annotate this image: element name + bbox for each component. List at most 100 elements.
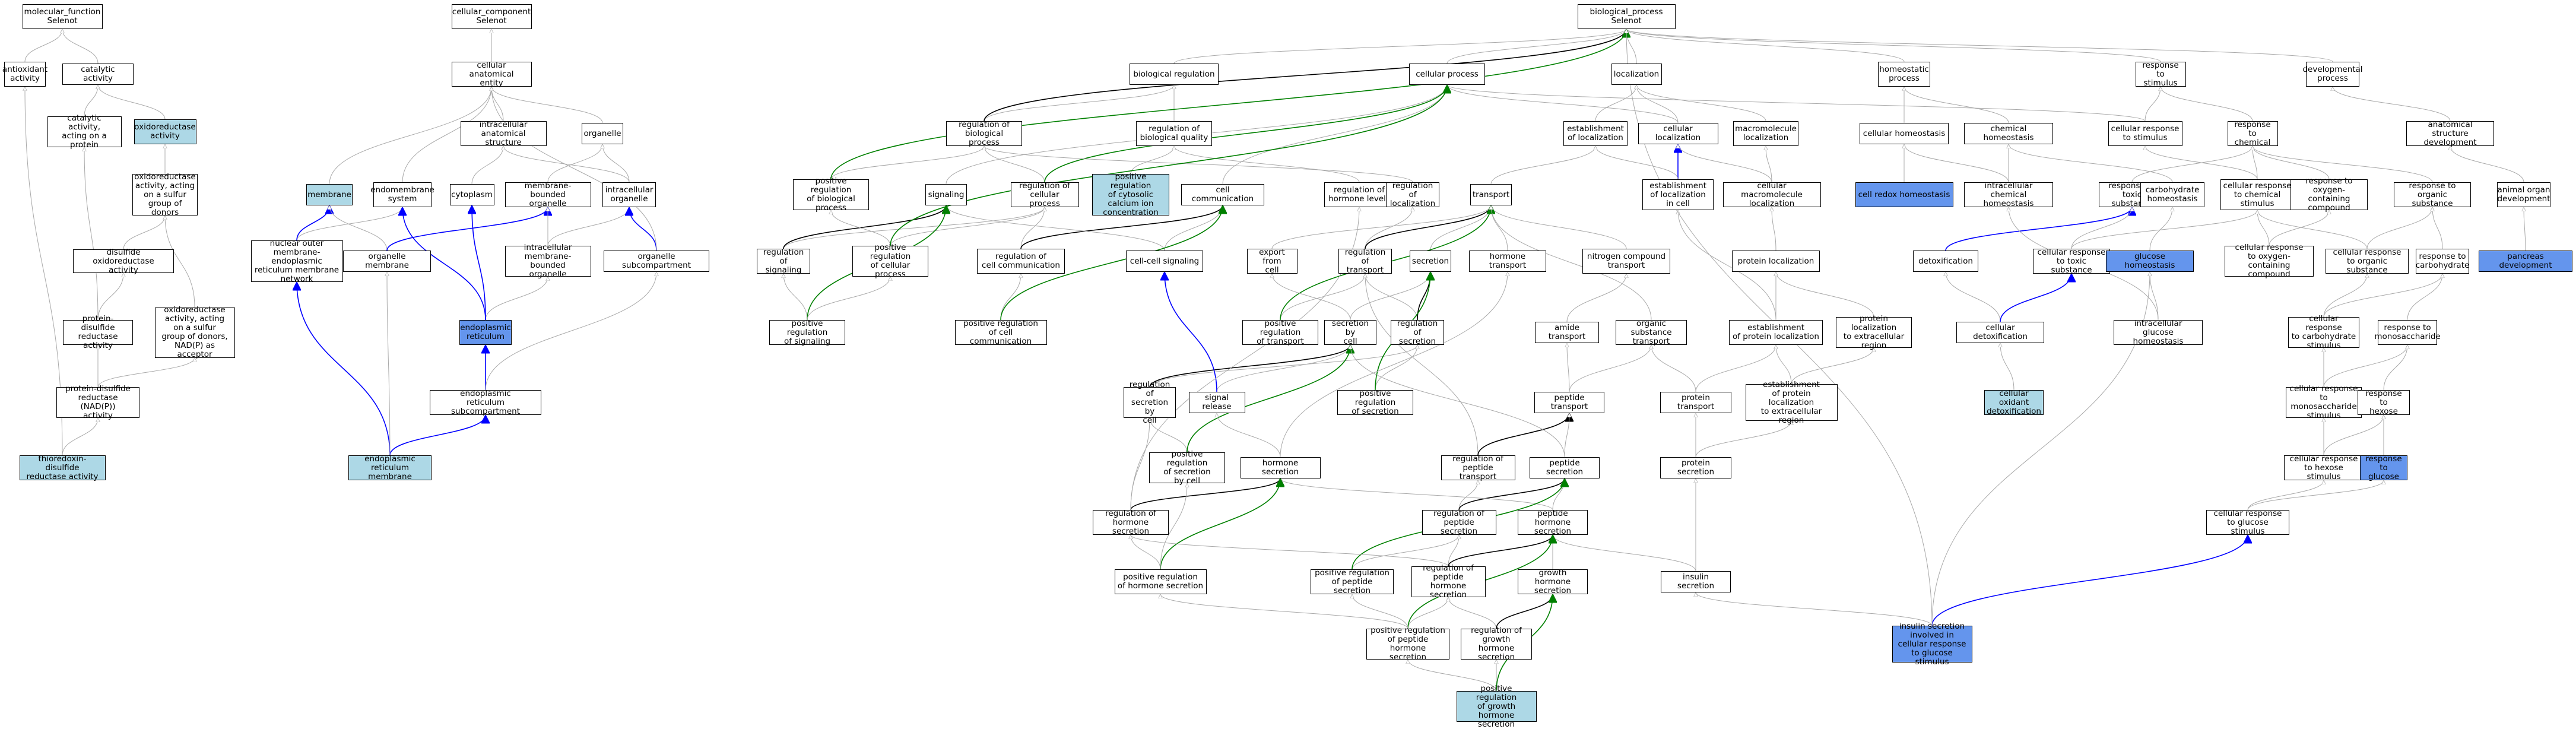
node-posregbp[interactable]: positive regulation of biological proces… [793, 177, 869, 213]
node-prottrans[interactable]: protein transport [1660, 392, 1731, 413]
node-bioreg[interactable]: biological regulation [1130, 64, 1219, 85]
node-cellmacloc[interactable]: cellular macromolecule localization [1722, 181, 1821, 208]
node-cellloc[interactable]: cellular localization [1638, 123, 1718, 144]
node-regbp[interactable]: regulation of biological process [946, 120, 1022, 147]
node-animorg[interactable]: animal organ development [2497, 182, 2550, 207]
node-respstim[interactable]: response to stimulus [2135, 61, 2186, 87]
node-posregsecbycell[interactable]: positive regulation of secretion by cell [1149, 450, 1225, 486]
node-oxnadp[interactable]: oxidoreductase activity, acting on a sul… [154, 306, 235, 359]
node-celldetox[interactable]: cellular detoxification [1956, 322, 2044, 343]
node-cellcomm[interactable]: cell communication [1181, 184, 1264, 205]
node-cae[interactable]: cellular anatomical entity [451, 61, 532, 87]
node-localization[interactable]: localization [1611, 64, 1662, 85]
node-cellproc[interactable]: cellular process [1409, 64, 1485, 85]
node-respoxy[interactable]: response to oxygen-containing compound [2291, 177, 2368, 213]
node-celloxdetox[interactable]: cellular oxidant detoxification [1984, 389, 2044, 416]
node-posreghormsec[interactable]: positive regulation of hormone secretion [1114, 569, 1207, 594]
node-orgsubtrans[interactable]: organic substance transport [1616, 319, 1687, 346]
node-exportcell[interactable]: export from cell [1246, 248, 1297, 274]
node-posregsig[interactable]: positive regulation of signaling [769, 319, 845, 346]
node-regsig[interactable]: regulation of signaling [757, 248, 810, 274]
node-orgsub[interactable]: organelle subcompartment [604, 251, 709, 272]
node-intorg[interactable]: intracellular organelle [602, 182, 656, 207]
node-cellrespoxy[interactable]: cellular response to oxygen-containing c… [2225, 243, 2314, 279]
node-endomem[interactable]: endomembrane system [370, 182, 434, 207]
node-oxsulf[interactable]: oxidoreductase activity, acting on a sul… [132, 172, 198, 217]
node-cellredox[interactable]: cell redox homeostasis [1855, 182, 1953, 207]
node-posregtrans[interactable]: positive regulation of transport [1242, 319, 1318, 346]
node-macloc[interactable]: macromolecule localization [1733, 121, 1798, 146]
node-cytoplasm[interactable]: cytoplasm [449, 184, 494, 205]
node-cellresporg[interactable]: cellular response to organic substance [2326, 248, 2409, 274]
node-regtrans[interactable]: regulation of transport [1338, 248, 1392, 274]
node-reghormsec[interactable]: regulation of hormone secretion [1093, 509, 1169, 535]
node-membrane[interactable]: membrane [306, 184, 353, 205]
node-intmbo[interactable]: intracellular membrane-bounded organelle [505, 243, 591, 279]
node-oxred[interactable]: oxidoreductase activity [134, 119, 196, 144]
node-cellresptoxic[interactable]: cellular response to toxic substance [2033, 248, 2110, 274]
node-orgmem[interactable]: organelle membrane [343, 251, 431, 272]
node-resphex[interactable]: response to hexose [2358, 389, 2410, 416]
node-resporg[interactable]: response to organic substance [2394, 181, 2471, 208]
node-cellhomeo[interactable]: cellular homeostasis [1860, 123, 1949, 144]
node-regcellcomm[interactable]: regulation of cell communication [977, 249, 1065, 274]
node-insulinsec[interactable]: insulin secretion [1661, 571, 1731, 592]
node-secretion[interactable]: secretion [1410, 251, 1451, 272]
node-respchem[interactable]: response to chemical [2227, 120, 2278, 147]
node-cellrespmono[interactable]: cellular response to monosaccharide stim… [2286, 385, 2362, 420]
node-homeoproc[interactable]: homeostatic process [1878, 62, 1930, 87]
node-transport[interactable]: transport [1470, 184, 1512, 205]
node-regpephormsec[interactable]: regulation of peptide hormone secretion [1411, 564, 1486, 600]
node-regpeptrans[interactable]: regulation of peptide transport [1441, 454, 1515, 481]
node-estprotlocextra[interactable]: establishment of protein localization to… [1745, 380, 1838, 424]
node-regbq[interactable]: regulation of biological quality [1136, 121, 1212, 146]
node-cellrespstim[interactable]: cellular response to stimulus [2108, 121, 2182, 146]
node-thio[interactable]: thioredoxin-disulfide reductase activity [19, 454, 106, 481]
node-hormsec[interactable]: hormone secretion [1240, 457, 1321, 478]
node-membbound[interactable]: membrane-bounded organelle [505, 181, 591, 208]
node-pdi[interactable]: protein-disulfide reductase activity [63, 315, 133, 350]
node-protlocextra[interactable]: protein localization to extracellular re… [1836, 315, 1912, 350]
node-ermem[interactable]: endoplasmic reticulum membrane [348, 454, 432, 481]
node-posregcp[interactable]: positive regulation of cellular process [852, 243, 928, 279]
node-posregpephorm[interactable]: positive regulation of peptide hormone s… [1366, 626, 1449, 662]
node-estlocincell[interactable]: establishment of localization in cell [1642, 179, 1714, 210]
node-pancreas[interactable]: pancreas development [2479, 251, 2572, 272]
node-peptrans[interactable]: peptide transport [1534, 392, 1604, 413]
node-respmono[interactable]: response to monosaccharide [2374, 320, 2441, 345]
node-protsec[interactable]: protein secretion [1660, 457, 1731, 478]
node-bp[interactable]: biological_process Selenot [1577, 4, 1676, 29]
node-disulf[interactable]: disulfide oxidoreductase activity [73, 248, 174, 274]
node-posregsec[interactable]: positive regulation of secretion [1337, 389, 1413, 416]
node-regloc[interactable]: regulation of localization [1386, 181, 1439, 208]
node-estloc[interactable]: establishment of localization [1563, 121, 1628, 146]
node-respcarb[interactable]: response to carbohydrate [2416, 249, 2469, 274]
node-growthsec[interactable]: growth hormone secretion [1518, 568, 1588, 595]
node-hormtrans[interactable]: hormone transport [1469, 251, 1546, 272]
node-amide[interactable]: amide transport [1535, 322, 1599, 343]
node-carbhomeo[interactable]: carbohydrate homeostasis [2140, 182, 2204, 207]
node-regpepsec[interactable]: regulation of peptide secretion [1422, 509, 1496, 535]
node-reghl[interactable]: regulation of hormone levels [1324, 182, 1394, 207]
node-cellrespchem[interactable]: cellular response to chemical stimulus [2220, 179, 2295, 210]
node-ersub[interactable]: endoplasmic reticulum subcompartment [430, 389, 541, 416]
node-regcp[interactable]: regulation of cellular process [1010, 181, 1079, 208]
node-mf[interactable]: molecular_function Selenot [22, 4, 103, 29]
node-cellcellsig[interactable]: cell-cell signaling [1126, 251, 1203, 272]
node-secbycell[interactable]: secretion by cell [1324, 319, 1376, 346]
node-detox[interactable]: detoxification [1913, 251, 1978, 272]
node-respglucose[interactable]: response to glucose [2360, 454, 2407, 481]
node-insulinglucose[interactable]: insulin secretion involved in cellular r… [1892, 622, 1972, 666]
node-regsecbycell[interactable]: regulation of secretion by cell [1124, 380, 1176, 424]
node-protloc[interactable]: protein localization [1732, 251, 1820, 272]
node-posreggrowth[interactable]: positive regulation of growth hormone se… [1456, 684, 1537, 728]
node-posregcellcomm[interactable]: positive regulation of cell communicatio… [954, 319, 1047, 346]
node-organelle[interactable]: organelle [582, 123, 623, 144]
node-pepsec[interactable]: peptide secretion [1530, 457, 1600, 478]
node-nitro[interactable]: nitrogen compound transport [1582, 249, 1670, 274]
node-devproc[interactable]: developmental process [2302, 62, 2363, 87]
node-antiox[interactable]: antioxidant activity [2, 62, 47, 87]
node-catact[interactable]: catalytic activity [62, 64, 134, 85]
node-cc[interactable]: cellular_component Selenot [451, 4, 532, 29]
node-glucosehomeo[interactable]: glucose homeostasis [2106, 251, 2194, 272]
